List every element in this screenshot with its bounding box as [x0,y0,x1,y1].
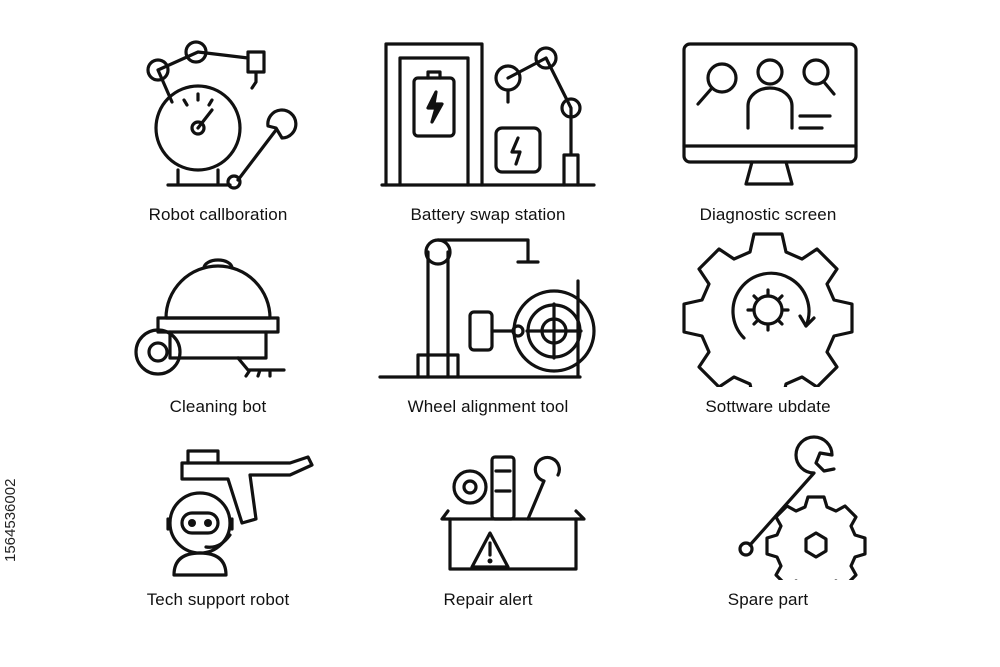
robot-arm-gauge-wrench-icon [146,40,298,190]
icon-cell-software-update: Sottware ubdate [618,222,918,422]
toolbox-alert-icon [440,455,586,571]
icon-cell-tech-support: Tech support robot [68,415,368,615]
icon-cell-spare-part: Spare part [618,415,918,615]
icon-label: Battery swap station [410,205,566,224]
gear-update-icon [682,232,854,387]
diagnostic-monitor-icon [682,42,858,186]
icon-label: Diagnostic screen [699,205,837,224]
wrench-gear-icon [738,435,867,580]
icon-cell-diagnostic: Diagnostic screen [618,30,918,230]
icon-label: Spare part [727,590,809,609]
icon-cell-cleaning-bot: Cleaning bot [68,222,368,422]
battery-swap-station-icon [380,42,596,187]
wheel-alignment-icon [378,238,596,379]
icon-label: Wheel alignment tool [407,397,569,416]
icon-cell-wheel-alignment: Wheel alignment tool [338,222,638,422]
icon-label: Sottware ubdate [705,397,831,416]
icon-cell-battery-swap: Battery swap station [338,30,638,230]
cleaning-bot-icon [134,258,286,378]
icon-label: Robot callboration [148,205,288,224]
icon-cell-repair-alert: Repair alert [338,415,638,615]
icon-label: Cleaning bot [169,397,267,416]
icon-label: Tech support robot [146,590,290,609]
icon-label: Repair alert [443,590,533,609]
support-robot-icon [166,449,314,577]
stock-id-text: 1564536002 [2,478,19,562]
icon-cell-robot-collaboration: Robot callboration [68,30,368,230]
